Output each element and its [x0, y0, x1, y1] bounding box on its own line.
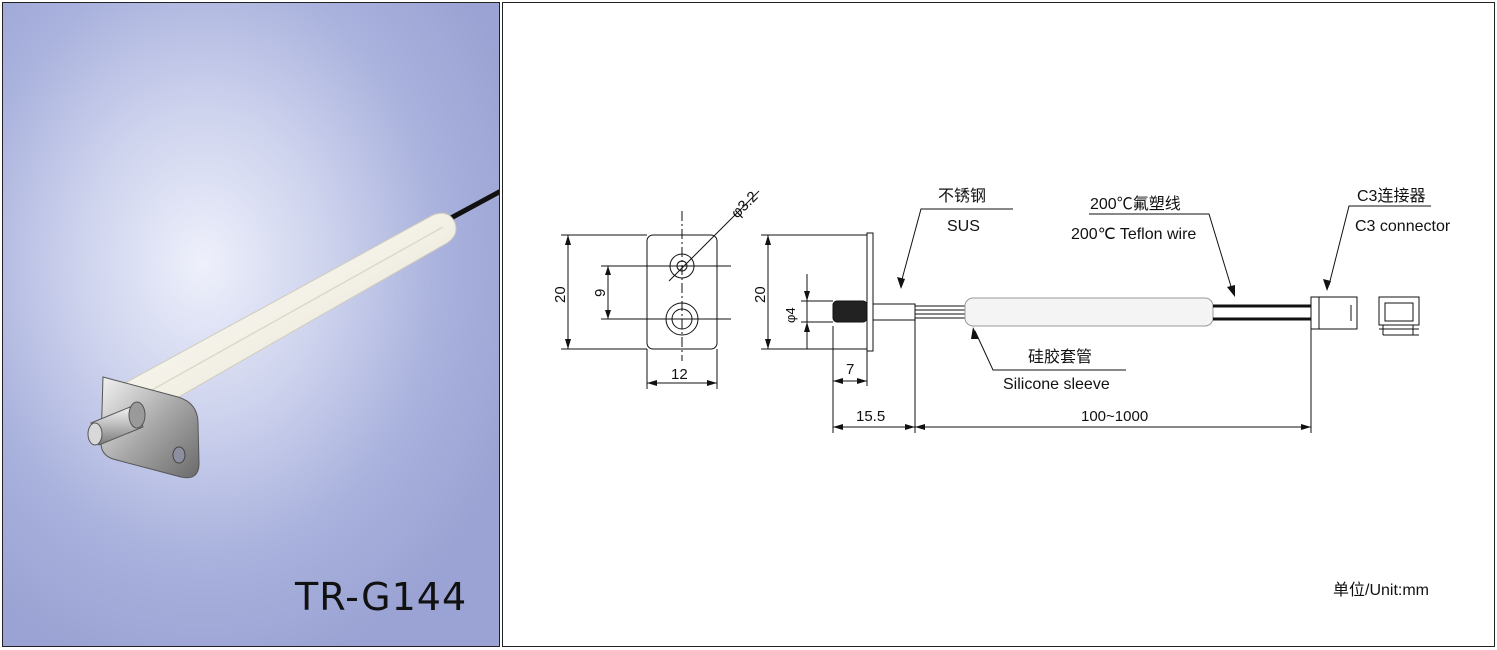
dim-tip-len: 15.5: [856, 408, 885, 425]
label-sleeve-en: Silicone sleeve: [1003, 376, 1110, 393]
dim-wire-len: 100~1000: [1081, 408, 1148, 425]
flange-side: [866, 232, 874, 352]
flange-hole: [172, 446, 186, 464]
product-model-title: TR-G144: [295, 575, 468, 619]
product-photo: [87, 189, 499, 479]
black-cable: [449, 189, 499, 221]
dim-hole-spacing: 9: [592, 289, 609, 297]
label-sleeve-cn: 硅胶套管: [1028, 348, 1092, 366]
product-photo-panel: TR-G144: [2, 2, 500, 647]
dim-flange-width: 12: [671, 366, 688, 383]
dim-side-height: 20: [752, 286, 769, 303]
dim-probe-len: 7: [846, 361, 854, 378]
connector-socket: [1378, 296, 1420, 336]
sleeve-drawing: [964, 297, 1214, 327]
label-sus-cn: 不锈钢: [938, 187, 986, 205]
connector-housing: [1310, 296, 1358, 330]
dim-probe-dia: φ4: [783, 307, 798, 323]
arrowheads: [565, 235, 1331, 430]
probe-tip: [832, 300, 868, 323]
technical-drawing: 不锈钢 SUS 200℃氟塑线 200℃ Teflon wire C3连接器 C…: [552, 187, 1451, 599]
label-sus-en: SUS: [947, 218, 980, 235]
label-connector-en: C3 connector: [1355, 218, 1451, 235]
steel-tube: [872, 303, 916, 321]
technical-drawing-panel: 不锈钢 SUS 200℃氟塑线 200℃ Teflon wire C3连接器 C…: [502, 2, 1495, 647]
label-teflon-cn: 200℃氟塑线: [1090, 195, 1181, 213]
dim-flange-height: 20: [552, 286, 569, 303]
label-teflon-en: 200℃ Teflon wire: [1071, 226, 1196, 243]
unit-label: 单位/Unit:mm: [1333, 581, 1429, 599]
label-connector-cn: C3连接器: [1357, 187, 1425, 205]
